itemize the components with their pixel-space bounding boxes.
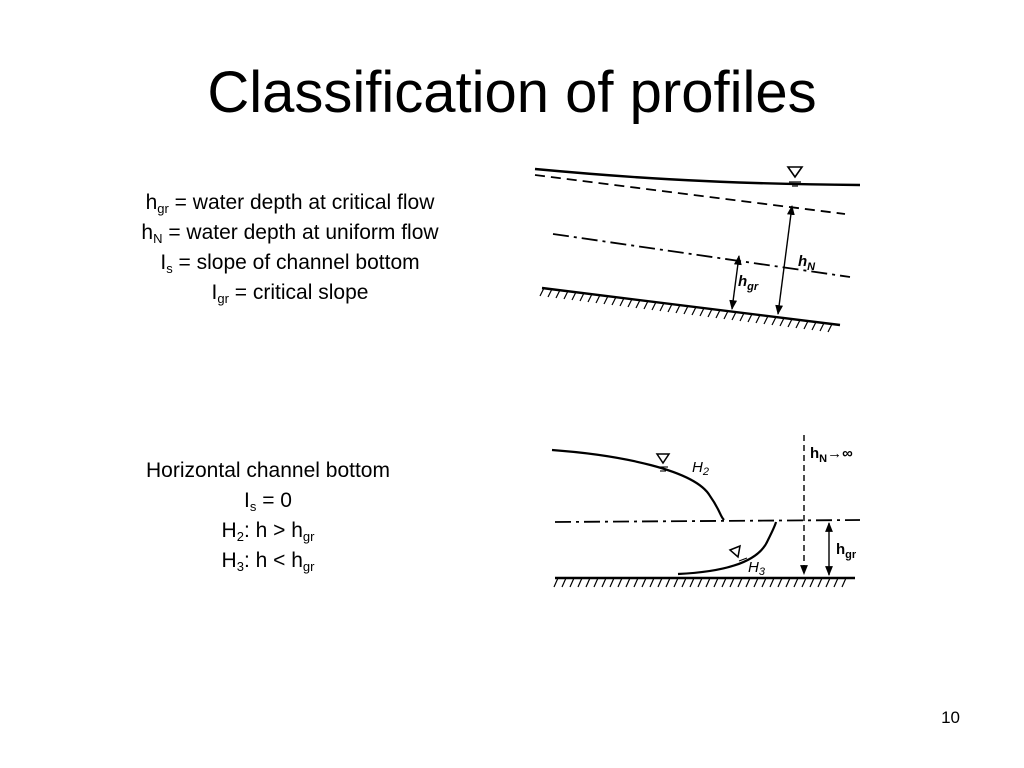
channel-bottom-hatching — [553, 577, 847, 588]
channel-bottom-line — [541, 286, 841, 327]
horizontal-h3: H3: h < hgr — [221, 549, 315, 574]
hN-infinity-label: hN→∞ — [810, 445, 853, 465]
definition-Igr: Igr = critical slope — [211, 281, 369, 306]
critical-depth-line — [554, 519, 861, 523]
water-surface-symbol — [786, 166, 804, 187]
h2-water-surface-symbol — [655, 453, 671, 472]
horizontal-heading: Horizontal channel bottom — [146, 459, 390, 482]
horizontal-h2: H2: h > hgr — [221, 519, 315, 544]
hN-label: hN — [798, 253, 816, 273]
hN-dimension-arrow — [775, 205, 795, 315]
definition-Is: Is = slope of channel bottom — [160, 251, 420, 276]
h2-profile-curve — [551, 448, 725, 521]
definitions-block: hgr = water depth at critical flow hN = … — [80, 188, 500, 308]
hgr-label: hgr — [836, 541, 857, 561]
h2-label: H2 — [692, 459, 709, 478]
sloped-channel-diagram: hN hgr — [534, 166, 861, 333]
water-surface-line — [534, 167, 861, 187]
page-number: 10 — [941, 708, 960, 727]
h3-water-surface-symbol — [728, 544, 748, 562]
h3-profile-curve — [677, 521, 778, 576]
h3-label: H3 — [748, 559, 766, 578]
horizontal-bottom-block: Horizontal channel bottom Is = 0 H2: h >… — [90, 456, 446, 576]
horizontal-channel-diagram: H2 H3 — [551, 435, 861, 588]
definition-hgr: hgr = water depth at critical flow — [145, 191, 435, 216]
uniform-depth-line — [552, 233, 851, 278]
hgr-label: hgr — [738, 273, 759, 293]
slide-title: Classification of profiles — [207, 60, 817, 125]
hgr-dimension-arrow — [729, 255, 742, 310]
horizontal-slope: Is = 0 — [244, 489, 292, 514]
channel-bottom-hatching — [539, 287, 833, 333]
definition-hN: hN = water depth at uniform flow — [141, 221, 439, 246]
